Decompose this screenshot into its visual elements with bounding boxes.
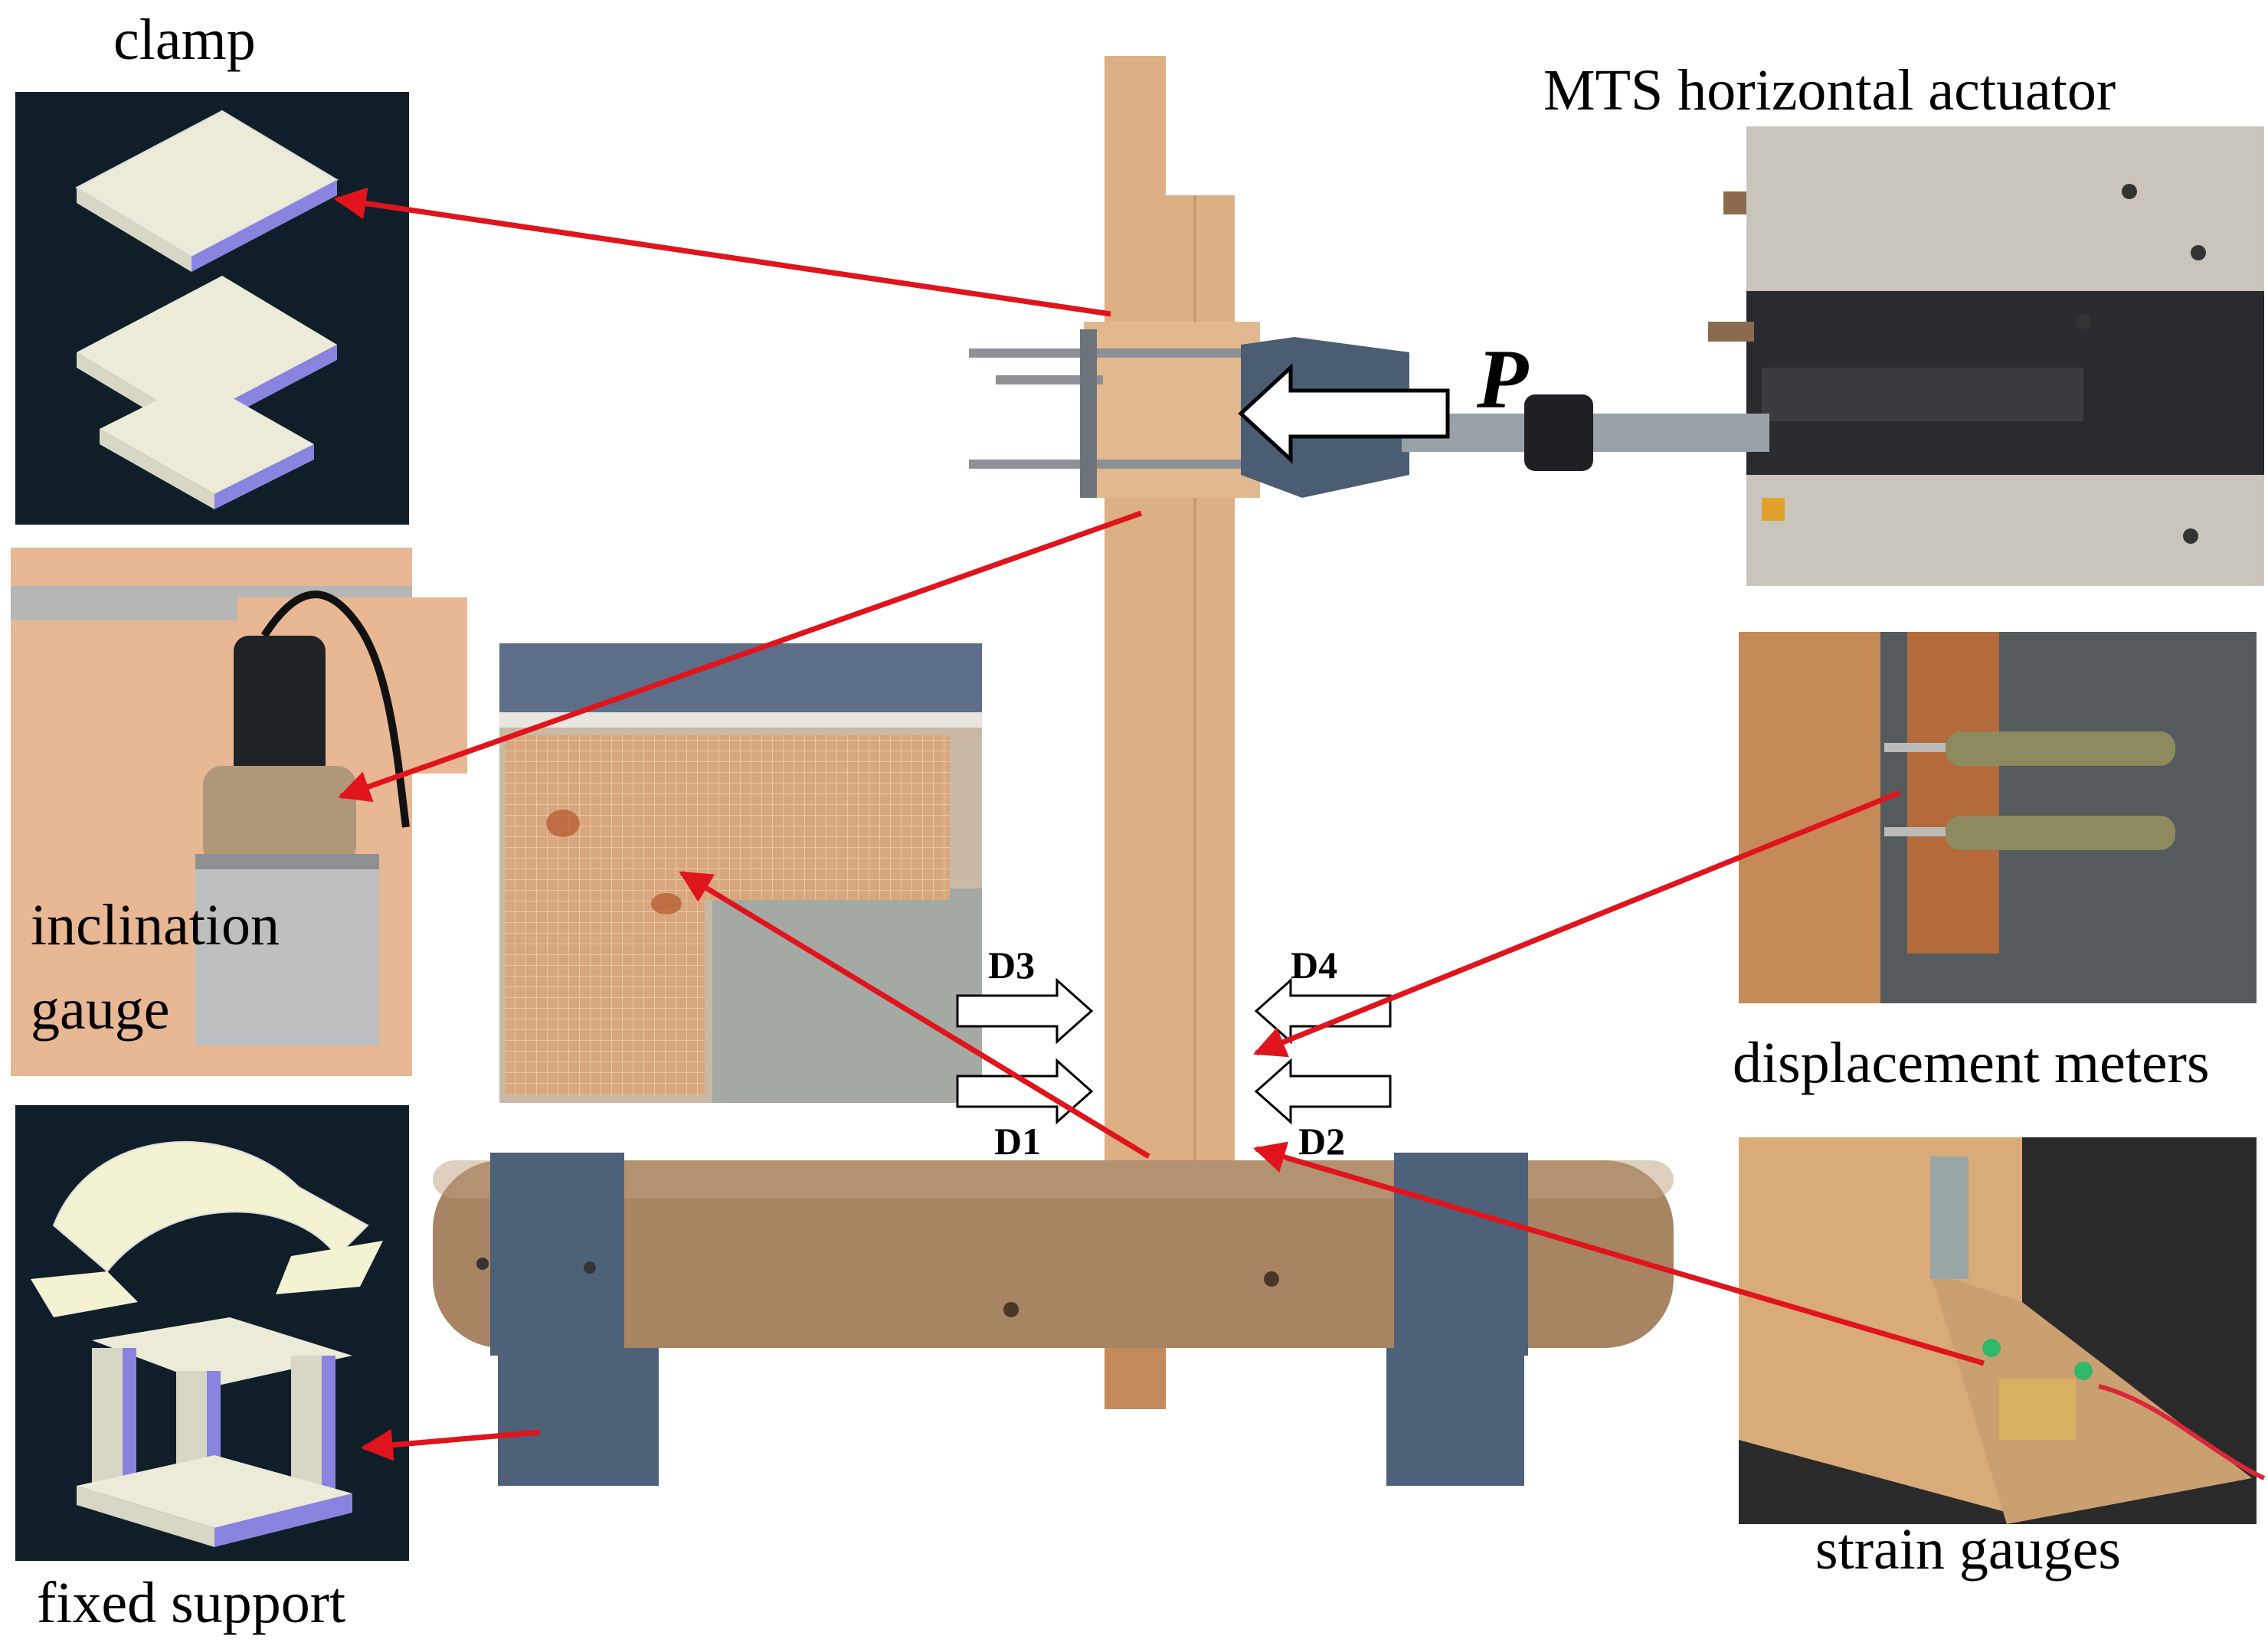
inclination-gauge-label-line2: gauge — [31, 977, 170, 1042]
inclination-gauge-photo — [11, 548, 467, 1076]
strain-gauges-photo — [1739, 1137, 2266, 1524]
d4-arrow-icon — [1254, 977, 1392, 1045]
load-arrow-icon — [1238, 363, 1450, 464]
actuator-label: MTS horizontal actuator — [1543, 58, 2116, 123]
support-callout-arrow — [360, 1428, 541, 1461]
d3-arrow-icon — [956, 977, 1094, 1045]
clamp-callout-arrow — [333, 187, 1111, 317]
strain-callout-arrow — [1252, 1141, 1985, 1366]
strain-gauges-label: strain gauges — [1815, 1517, 2121, 1582]
d1-label: D1 — [994, 1120, 1042, 1163]
fixed-support-cad-panel — [15, 1105, 409, 1561]
d2-label: D2 — [1298, 1120, 1346, 1163]
callout-arrows — [333, 187, 1985, 1461]
clamp-cad-panel — [15, 92, 409, 525]
inclination-callout-arrow — [338, 510, 1143, 803]
actuator-photo — [1708, 126, 2264, 586]
displacement-meters-label: displacement meters — [1733, 1031, 2210, 1095]
d4-label: D4 — [1291, 944, 1338, 986]
clamp-rods — [969, 329, 1291, 498]
clamp-label: clamp — [113, 8, 256, 72]
inclination-gauge-label-line1: inclination — [31, 893, 280, 957]
d3-label: D3 — [988, 944, 1036, 986]
fixed-support-label: fixed support — [37, 1571, 346, 1635]
d1-arrow-icon — [956, 1058, 1094, 1125]
displacement-meters-photo — [1739, 632, 2257, 1003]
log-beam — [433, 1153, 1674, 1486]
load-p-label: P — [1477, 332, 1529, 426]
displacement-callout-arrow — [1253, 790, 1901, 1058]
joint-closeup-photo — [499, 643, 982, 1103]
joint-callout-arrow — [679, 871, 1150, 1159]
d2-arrow-icon — [1254, 1058, 1392, 1125]
